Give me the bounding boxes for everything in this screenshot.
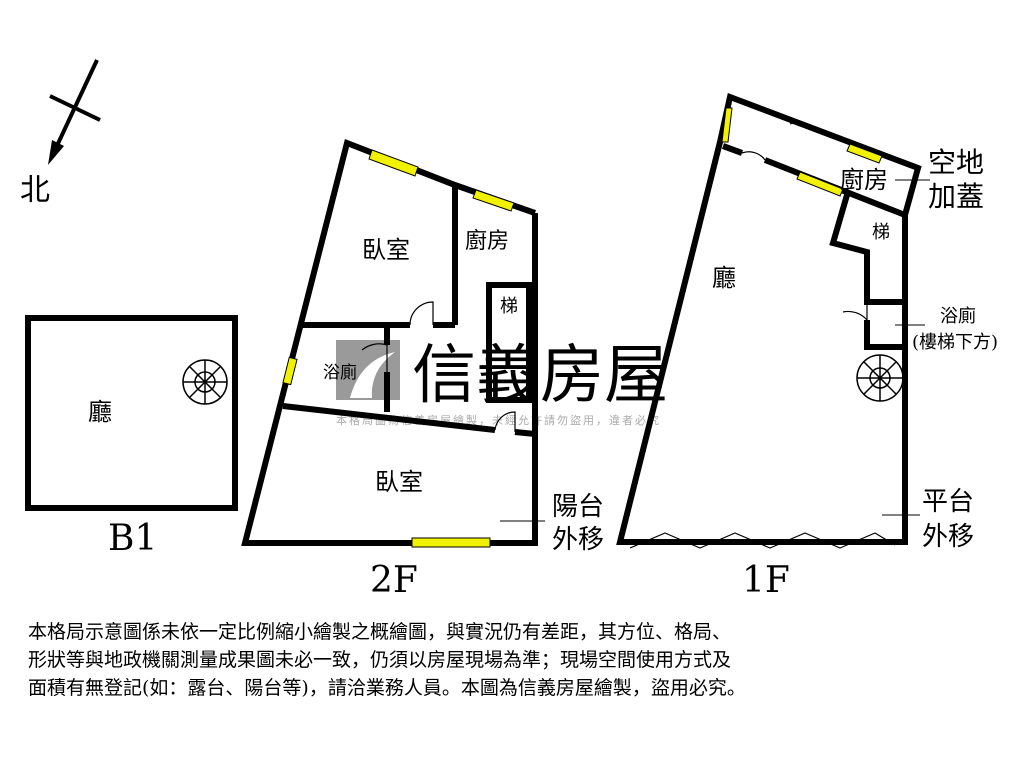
1f-label: 1F <box>742 560 790 601</box>
spiral-stair-icon <box>182 359 228 405</box>
1f-room-bathroom: 浴廁 <box>940 305 976 327</box>
1f-room-stairs: 梯 <box>872 222 890 243</box>
2f-annotation-balcony-2: 外移 <box>552 525 604 555</box>
door-icon <box>629 121 896 549</box>
2f-room-bathroom: 浴廁 <box>323 362 357 383</box>
1f-room-kitchen: 廚房 <box>840 166 888 194</box>
window-icon <box>282 149 515 548</box>
1f-room-bathroom-note: (樓梯下方) <box>912 332 998 353</box>
disclaimer-line: 形狀等與地政機關測量成果圖未必一致，仍須以房屋現場為準；現場空間使用方式及 <box>28 649 732 671</box>
north-label: 北 <box>20 173 50 208</box>
floor-1f: 廳 廚房 梯 浴廁 (樓梯下方) 空地 加蓋 平台 外移 1F <box>616 92 998 601</box>
door-icon <box>361 301 516 432</box>
2f-room-bedroom-bottom: 臥室 <box>375 468 423 496</box>
watermark: 信義房屋 本格局圖為信義房屋繪製，未經允許請勿盜用，違者必究 <box>336 339 668 427</box>
north-arrow <box>48 59 101 165</box>
1f-annotation-platform-2: 外移 <box>922 522 974 552</box>
2f-room-stairs: 梯 <box>500 296 518 317</box>
spiral-stair-icon <box>856 354 904 402</box>
disclaimer: 本格局示意圖係未依一定比例縮小繪製之概繪圖，與實況仍有差距，其方位、格局、 形狀… <box>28 618 1008 702</box>
disclaimer-line: 本格局示意圖係未依一定比例縮小繪製之概繪圖，與實況仍有差距，其方位、格局、 <box>28 621 732 643</box>
disclaimer-line: 面積有無登記(如：露台、陽台等)，請洽業務人員。本圖為信義房屋繪製，盜用必究。 <box>28 677 746 699</box>
1f-annotation-addition-2: 加蓋 <box>928 180 984 213</box>
2f-label: 2F <box>370 560 418 601</box>
floor-b1: 廳 B1 <box>25 315 238 559</box>
floor-2f: 臥室 廚房 梯 浴廁 臥室 陽台 外移 2F <box>241 138 604 601</box>
b1-room-living: 廳 <box>88 398 112 426</box>
watermark-logo-swoosh <box>350 352 395 398</box>
2f-annotation-balcony-1: 陽台 <box>552 492 604 522</box>
1f-annotation-platform-1: 平台 <box>922 487 974 517</box>
2f-room-bedroom-top: 臥室 <box>362 236 410 264</box>
watermark-brand: 信義房屋 <box>412 339 668 413</box>
1f-room-living: 廳 <box>712 264 736 292</box>
b1-label: B1 <box>108 518 157 559</box>
1f-annotation-addition-1: 空地 <box>928 146 984 179</box>
2f-room-kitchen: 廚房 <box>465 229 509 254</box>
window-icon <box>721 107 883 197</box>
